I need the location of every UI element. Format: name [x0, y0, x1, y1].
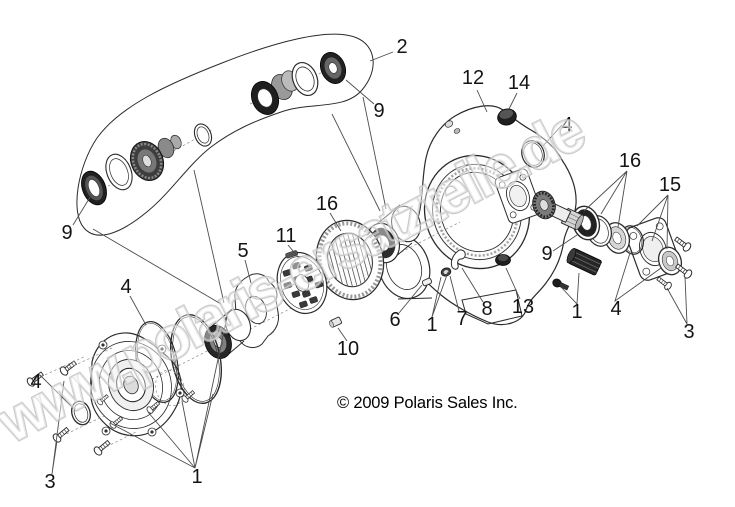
output-shaft — [532, 190, 584, 231]
vent-plug — [497, 108, 517, 126]
callout-3-b: 3 — [44, 471, 55, 493]
pinion-gear-shaft — [129, 134, 182, 181]
copyright-text: © 2009 Polaris Sales Inc. — [337, 394, 518, 412]
seal-ring-housing — [521, 140, 545, 168]
callout-1-b: 1 — [426, 314, 437, 336]
spline-coupler — [566, 247, 602, 276]
retainer-plate — [230, 273, 279, 349]
roller-cage — [276, 250, 328, 315]
callout-4-b: 4 — [120, 276, 131, 298]
callout-15: 15 — [659, 174, 681, 196]
retainer-clip — [450, 249, 466, 270]
callout-6: 6 — [389, 309, 400, 331]
hidden-circle — [155, 369, 185, 407]
callout-4-d: 4 — [30, 371, 41, 393]
callout-12: 12 — [462, 67, 484, 89]
callout-16-a: 16 — [619, 150, 641, 172]
callout-9-c: 9 — [541, 243, 552, 265]
mounting-flange — [494, 168, 542, 224]
callout-11: 11 — [276, 225, 297, 247]
bearing-hub — [204, 308, 252, 359]
callouts: 2 9 9 12 14 4 16 15 16 11 5 9 4 8 13 1 4… — [30, 36, 694, 493]
washer-top — [291, 62, 319, 96]
gearcase-housing — [377, 105, 577, 326]
screw-guide-lines — [35, 347, 137, 450]
callout-9-b: 9 — [61, 222, 72, 244]
callout-1-c: 1 — [191, 466, 202, 488]
lock-nut — [440, 267, 452, 277]
leader-lines — [39, 51, 688, 475]
cover-seal — [657, 246, 683, 276]
callout-14: 14 — [508, 72, 530, 94]
callout-1-a: 1 — [571, 301, 582, 323]
front-cover — [90, 332, 185, 437]
dowel-pin-10 — [329, 316, 342, 328]
callout-4-a: 4 — [561, 114, 572, 136]
callout-3-a: 3 — [683, 321, 694, 343]
oil-seal-left — [81, 170, 107, 206]
housing-foot — [461, 289, 523, 325]
washer-left — [105, 153, 133, 191]
callout-4-c: 4 — [610, 298, 621, 320]
callout-7: 7 — [456, 308, 467, 330]
callout-10: 10 — [337, 338, 359, 360]
spacer-ring — [193, 123, 213, 147]
service-kit-outline — [76, 33, 374, 236]
callout-16-b: 16 — [316, 193, 338, 215]
callout-2: 2 — [396, 36, 407, 58]
callout-9-a: 9 — [373, 100, 384, 122]
o-ring-small — [71, 400, 91, 426]
ball-bearing-top — [319, 52, 347, 84]
callout-8: 8 — [481, 298, 492, 320]
housing-bolt-small — [444, 120, 461, 134]
coupler-bolt — [552, 278, 570, 291]
kit-reference-lines — [92, 96, 387, 305]
callout-13: 13 — [512, 296, 534, 318]
drain-plug — [495, 254, 511, 266]
dowel-pin-6 — [421, 277, 433, 287]
callout-5: 5 — [237, 240, 248, 262]
